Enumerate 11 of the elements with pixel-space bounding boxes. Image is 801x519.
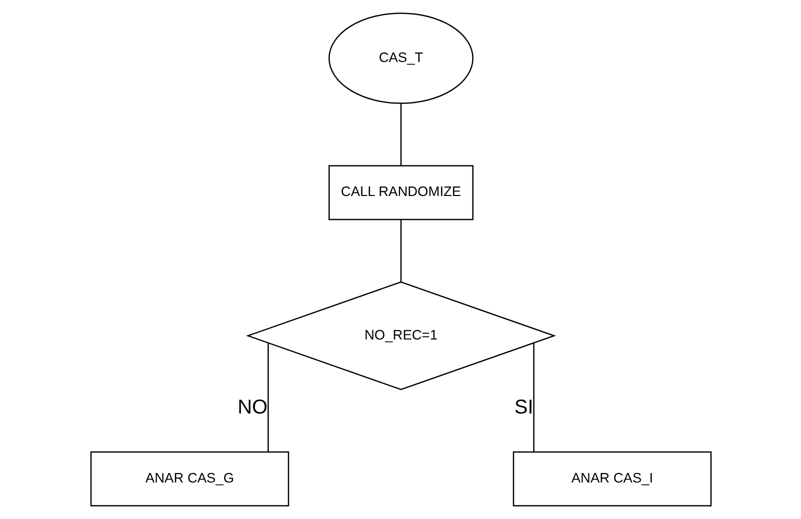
node-box: ANAR CAS_I	[512, 451, 712, 506]
node-box: CALL RANDOMIZE	[328, 165, 473, 220]
connector	[267, 343, 268, 452]
connector	[400, 103, 402, 166]
connector	[400, 220, 402, 282]
edge-label: NO	[237, 396, 268, 418]
edge-label: SI	[514, 396, 533, 418]
node-diamond: NO_REC=1	[245, 281, 556, 390]
connector	[532, 343, 534, 452]
node-box: ANAR CAS_G	[90, 451, 289, 506]
node-ellipse: CAS_T	[328, 12, 473, 104]
